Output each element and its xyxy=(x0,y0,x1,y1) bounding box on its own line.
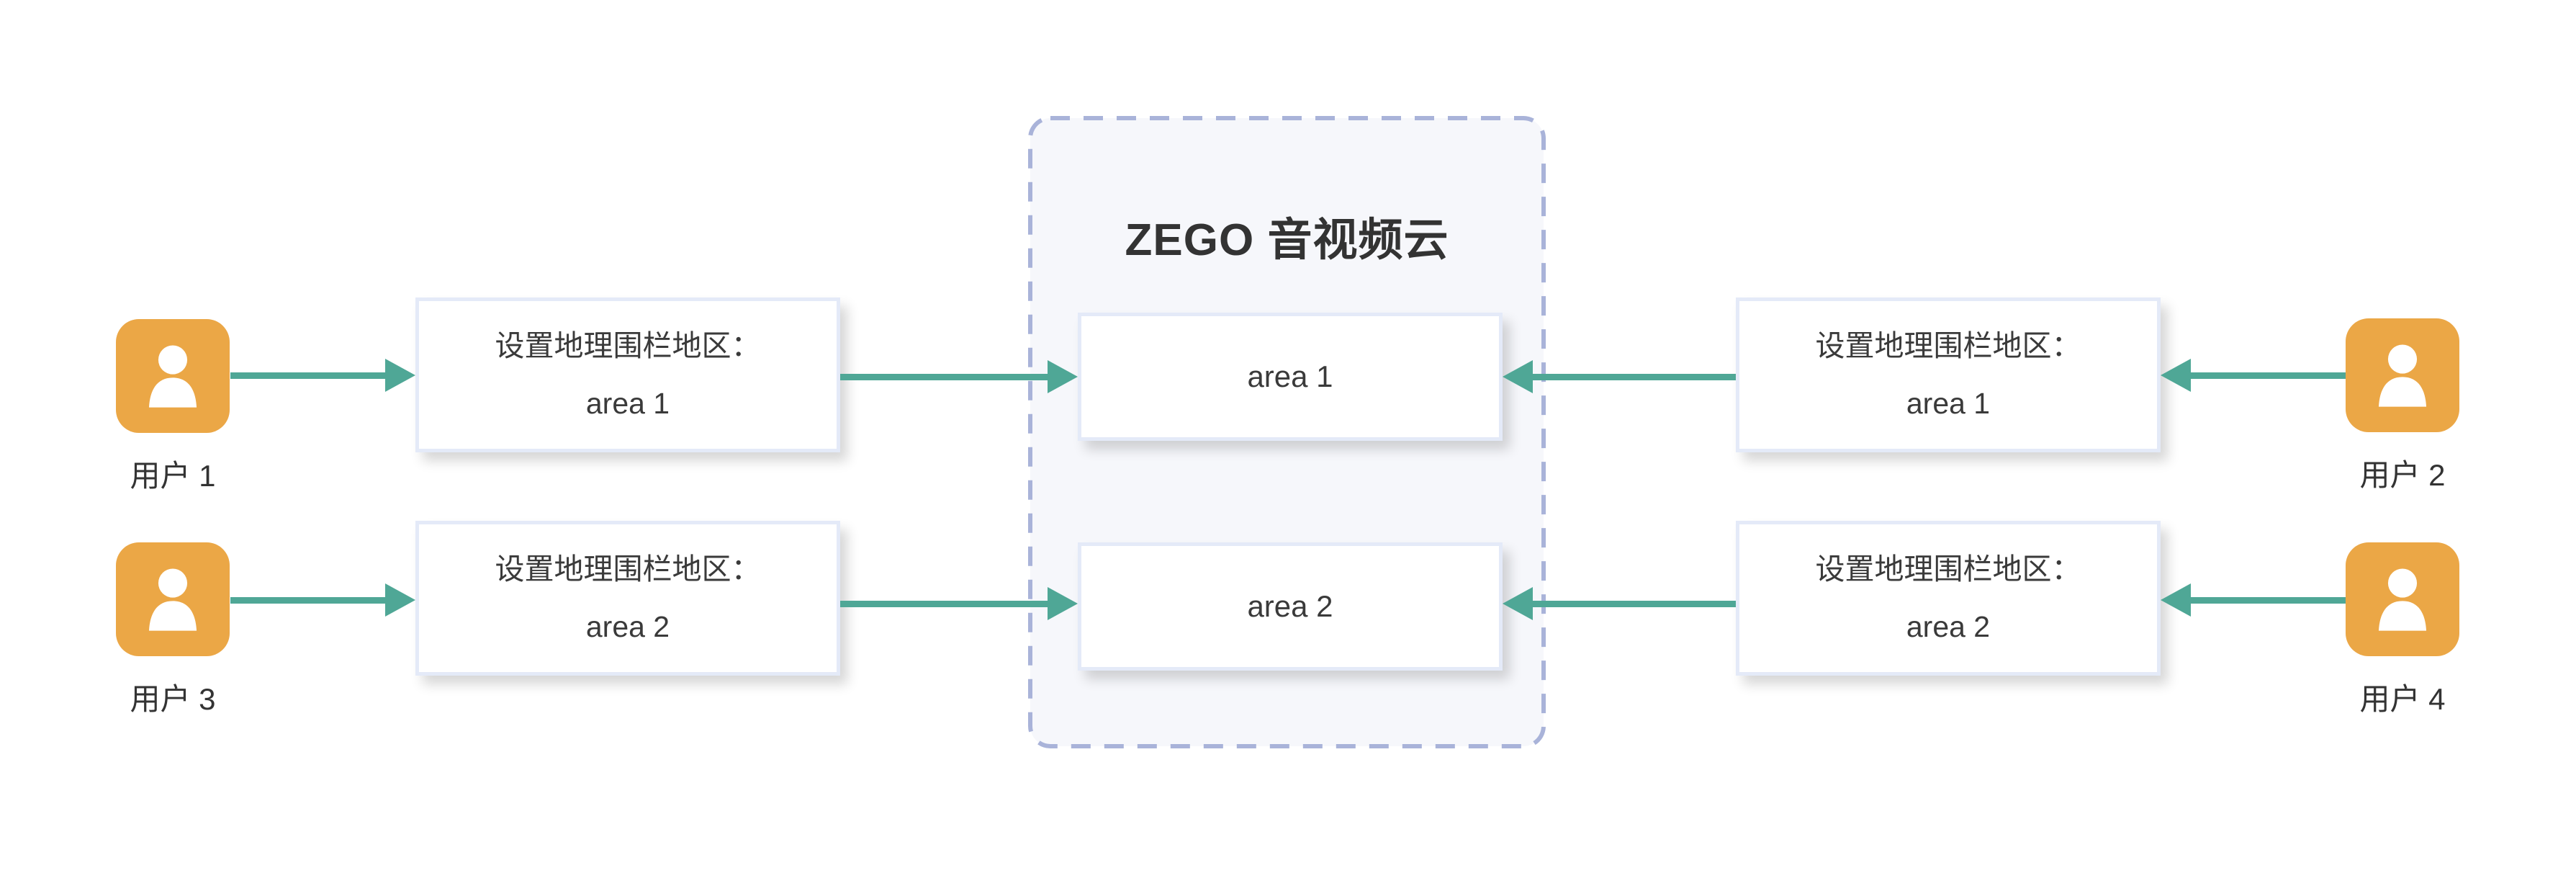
user-3: 用户 3 xyxy=(112,542,234,719)
geofence-box-line1: 设置地理围栏地区： xyxy=(1815,328,2081,362)
geofence-box-line1: 设置地理围栏地区： xyxy=(495,328,761,362)
arrow-user2-to-geofence-icon xyxy=(2161,359,2346,392)
area-1-box: area 1 xyxy=(1078,313,1503,441)
geofence-box-line2: area 1 xyxy=(585,386,670,420)
arrow-geofence-to-area1-left-icon xyxy=(840,360,1078,393)
user-2-label: 用户 2 xyxy=(2359,458,2446,492)
geofence-box-line2: area 2 xyxy=(585,609,670,643)
user-1-label: 用户 1 xyxy=(130,459,216,493)
user-icon xyxy=(2346,542,2459,656)
geofence-box-line2: area 2 xyxy=(1906,609,1991,643)
arrow-geofence-to-area2-left-icon xyxy=(840,587,1078,620)
zego-cloud-title: ZEGO 音视频云 xyxy=(1125,215,1449,265)
geofence-box-line2: area 1 xyxy=(1906,386,1991,420)
geofence-box-right-top: 设置地理围栏地区： area 1 xyxy=(1736,297,2161,452)
geofence-box-line1: 设置地理围栏地区： xyxy=(1815,552,2081,586)
geofence-box-line1: 设置地理围栏地区： xyxy=(495,552,761,586)
user-icon xyxy=(116,319,230,433)
user-4: 用户 4 xyxy=(2341,542,2464,719)
user-4-label: 用户 4 xyxy=(2359,682,2446,716)
arrow-user4-to-geofence-icon xyxy=(2161,583,2346,617)
geofence-box-right-bottom: 设置地理围栏地区： area 2 xyxy=(1736,521,2161,676)
arrow-user3-to-geofence-icon xyxy=(230,583,415,617)
user-1: 用户 1 xyxy=(112,319,234,496)
user-2: 用户 2 xyxy=(2341,318,2464,495)
arrow-geofence-to-area1-right-icon xyxy=(1503,360,1736,393)
geofence-box-left-bottom: 设置地理围栏地区： area 2 xyxy=(415,521,840,676)
arrow-user1-to-geofence-icon xyxy=(230,359,415,392)
user-icon xyxy=(116,542,230,656)
area-1-label: area 1 xyxy=(1247,359,1333,393)
area-2-box: area 2 xyxy=(1078,542,1503,671)
user-icon xyxy=(2346,318,2459,432)
area-2-label: area 2 xyxy=(1247,589,1333,623)
geofence-box-left-top: 设置地理围栏地区： area 1 xyxy=(415,297,840,452)
arrow-geofence-to-area2-right-icon xyxy=(1503,587,1736,620)
user-3-label: 用户 3 xyxy=(130,682,216,716)
